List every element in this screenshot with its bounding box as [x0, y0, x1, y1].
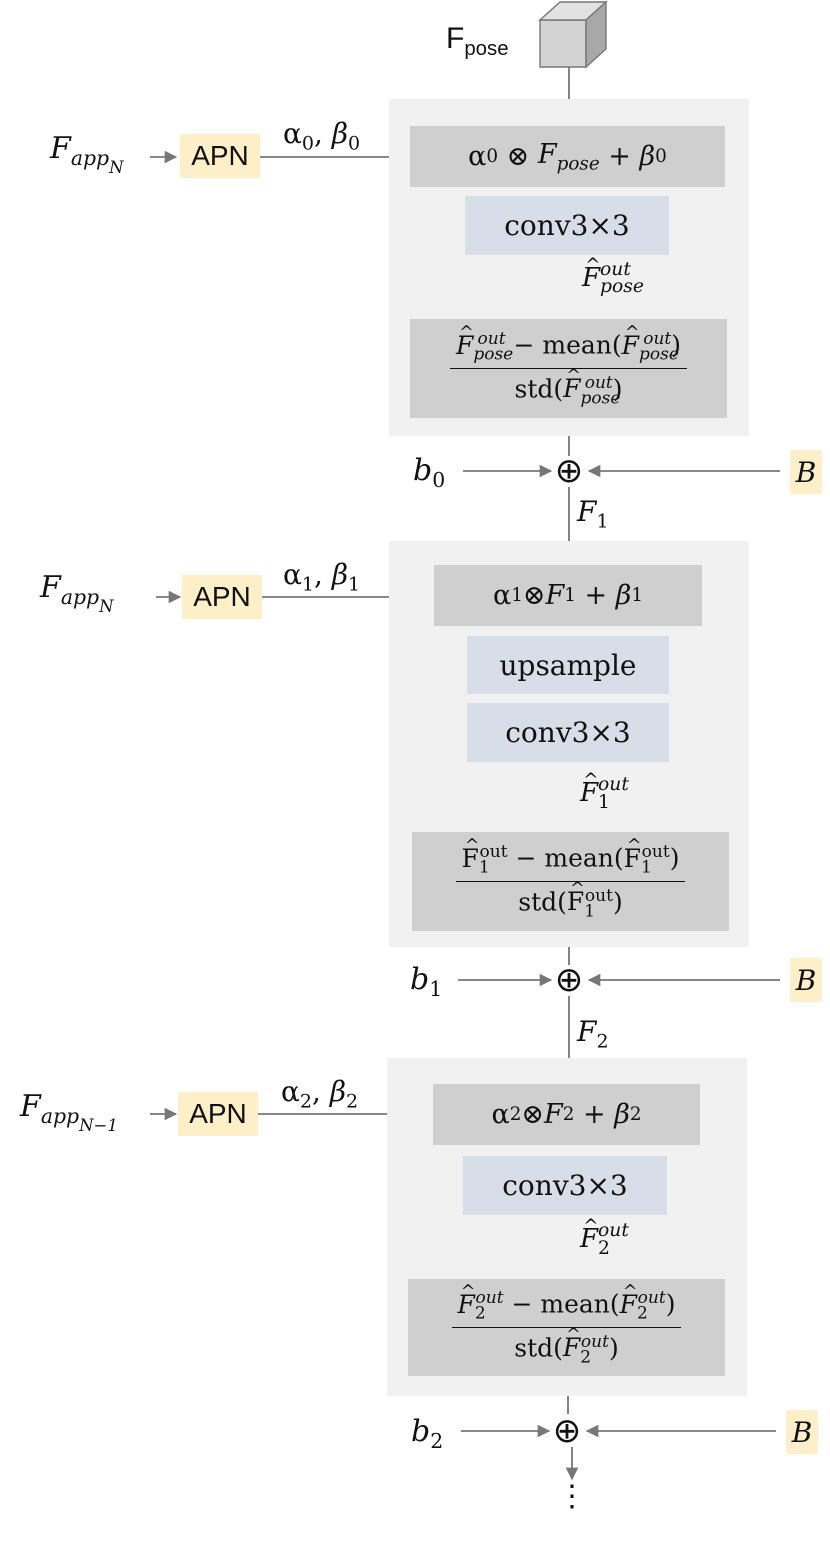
block-3-add-icon: ⊕ [552, 1411, 582, 1451]
block-1-bias-label: b0 [413, 453, 446, 492]
block-2-input-label: FappN [40, 570, 114, 617]
continuation-dots: ⋮ [557, 1479, 587, 1514]
block-2-norm-box: F1out − mean(F1out) std(F1out) [412, 832, 729, 931]
block-2-next-label: F2 [577, 1015, 609, 1053]
block-1-params-label: α0, β0 [283, 117, 361, 155]
block-3-input-label: FappN−1 [20, 1089, 118, 1136]
block-2-conv-box: conv3×3 [467, 703, 669, 762]
block-2-upsample-box: upsample [467, 636, 669, 694]
block-1-input-label: FappN [50, 131, 124, 178]
block-1-apn-box: APN [180, 134, 260, 178]
block-1-norm-box: Fposeout − mean(Fposeout) std(Fposeout) [410, 319, 727, 418]
block-2-side-input: B [790, 958, 822, 1002]
block-3-bias-label: b2 [411, 1414, 444, 1453]
block-3-norm-box: F2out − mean(F2out) std(F2out) [408, 1279, 725, 1376]
block-2-params-label: α1, β1 [283, 558, 361, 596]
block-1-next-label: F1 [577, 495, 609, 533]
block-2-bias-label: b1 [410, 962, 443, 1001]
block-3-side-input: B [786, 1410, 818, 1454]
feature-cube-icon [538, 0, 608, 69]
block-1-add-icon: ⊕ [554, 451, 584, 491]
block-1-side-input: B [790, 450, 822, 494]
pose-feature-label: Fpose [446, 22, 509, 60]
block-3-apn-box: APN [178, 1092, 258, 1136]
block-2-add-icon: ⊕ [554, 960, 584, 1000]
block-2-apn-box: APN [182, 575, 262, 619]
block-3-conv-box: conv3×3 [463, 1156, 667, 1215]
block-1-conv-box: conv3×3 [465, 196, 669, 255]
block-3-params-label: α2, β2 [281, 1075, 359, 1113]
